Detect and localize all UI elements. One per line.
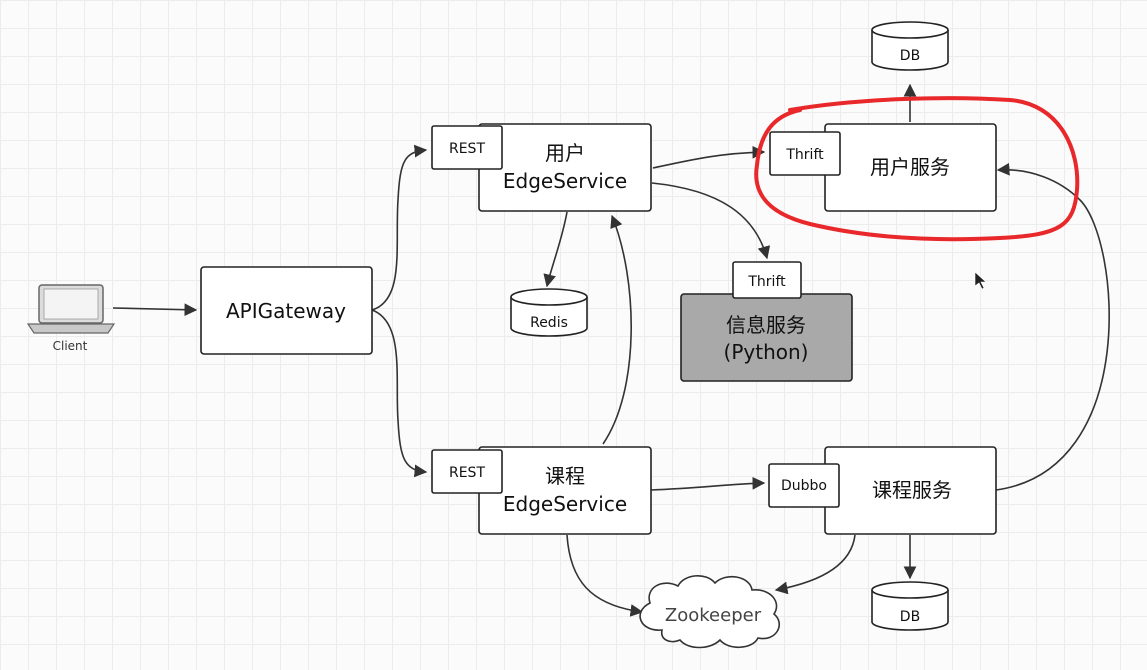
edge-user-edge-to-redis bbox=[543, 211, 568, 288]
redis-label: Redis bbox=[530, 315, 568, 331]
edge-course-edge-to-zookeeper bbox=[566, 534, 644, 617]
db-bottom-label: DB bbox=[900, 609, 920, 625]
edge-client-to-gateway bbox=[112, 303, 198, 317]
zookeeper-label: Zookeeper bbox=[665, 605, 762, 626]
user-edge-title: 用户 bbox=[545, 141, 585, 165]
course-edge-service-node: REST 课程 EdgeService bbox=[431, 446, 652, 535]
edge-course-edge-to-user-edge bbox=[602, 214, 632, 445]
user-edge-rest-tag: REST bbox=[449, 141, 485, 157]
api-gateway-node: APIGateway bbox=[200, 266, 373, 355]
client-label: Client bbox=[53, 339, 88, 353]
user-service-thrift-tag: Thrift bbox=[785, 147, 824, 163]
db-bottom-node: DB bbox=[871, 581, 949, 631]
database-cylinder-icon bbox=[871, 581, 949, 631]
info-service-thrift-tag: Thrift bbox=[747, 274, 786, 290]
redis-node: Redis bbox=[510, 288, 588, 337]
course-edge-title: 课程 bbox=[545, 464, 585, 488]
edge-gateway-to-course-edge bbox=[371, 309, 428, 478]
edge-course-edge-to-course-service bbox=[650, 476, 766, 491]
course-service-node: Dubbo 课程服务 bbox=[768, 446, 997, 535]
course-edge-subtitle: EdgeService bbox=[503, 492, 627, 516]
edge-course-service-to-user-service bbox=[995, 162, 1110, 491]
database-cylinder-icon bbox=[510, 288, 588, 337]
db-top-label: DB bbox=[900, 48, 920, 64]
api-gateway-label: APIGateway bbox=[226, 299, 346, 323]
user-service-label: 用户服务 bbox=[870, 155, 950, 179]
edge-gateway-to-user-edge bbox=[371, 144, 428, 311]
edges bbox=[112, 83, 1110, 617]
client-node: Client bbox=[26, 284, 116, 353]
zookeeper-node: Zookeeper bbox=[639, 575, 780, 649]
database-cylinder-icon bbox=[871, 21, 949, 71]
course-edge-rest-tag: REST bbox=[449, 465, 485, 481]
user-edge-subtitle: EdgeService bbox=[503, 169, 627, 193]
info-service-node: Thrift 信息服务 (Python) bbox=[680, 261, 853, 382]
edge-course-service-to-zookeeper bbox=[774, 534, 856, 595]
info-service-title: 信息服务 bbox=[726, 313, 806, 337]
course-service-dubbo-tag: Dubbo bbox=[781, 478, 827, 494]
db-top-node: DB bbox=[871, 21, 949, 71]
course-service-label: 课程服务 bbox=[872, 478, 952, 502]
laptop-icon bbox=[26, 284, 116, 334]
cloud-icon bbox=[639, 575, 780, 649]
user-service-node: Thrift 用户服务 bbox=[769, 123, 997, 212]
user-edge-service-node: REST 用户 EdgeService bbox=[431, 123, 652, 212]
edge-user-edge-to-user-service bbox=[652, 145, 766, 169]
edge-user-edge-to-info-service bbox=[651, 182, 771, 260]
mouse-cursor-icon bbox=[974, 271, 987, 290]
highlight-annotation bbox=[754, 96, 1080, 242]
info-service-subtitle: (Python) bbox=[724, 340, 809, 364]
